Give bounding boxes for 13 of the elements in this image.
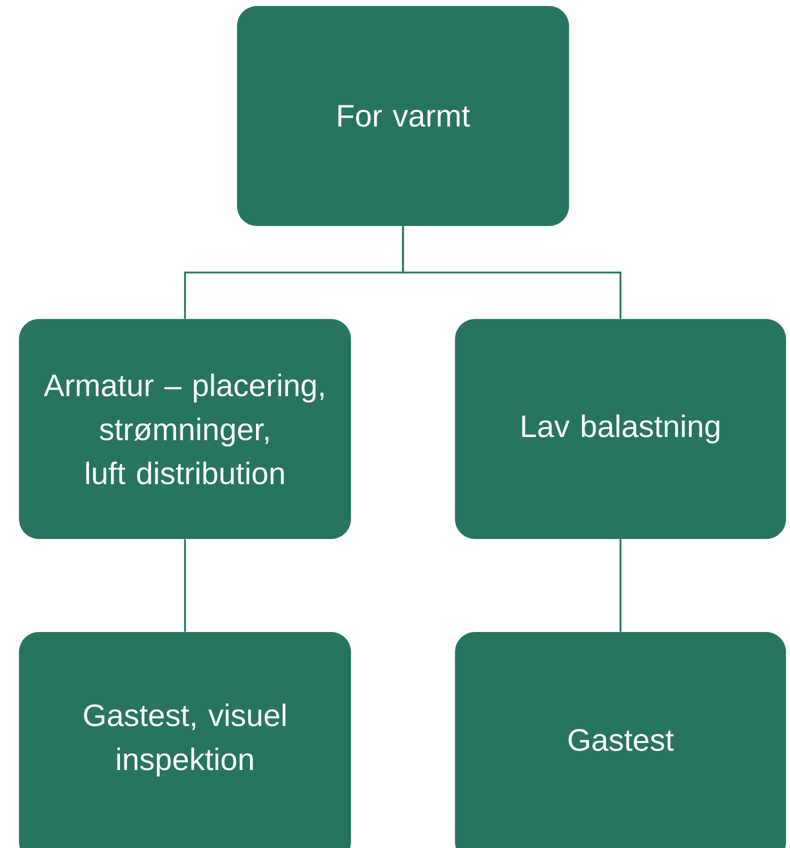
process-box [237, 6, 569, 226]
node-label: Gastest [568, 729, 674, 751]
process-box [455, 632, 786, 848]
node-label: Gastest, visuel inspektion [84, 704, 286, 776]
connector [620, 539, 622, 632]
node-label: For varmt [338, 105, 470, 127]
node-label: Armatur – placering, strømninger, luft distribution [44, 374, 324, 484]
connector [184, 539, 186, 632]
process-box [455, 319, 786, 539]
process-box [19, 319, 351, 539]
node-label: Lav balastning [522, 414, 720, 444]
process-box [19, 632, 351, 848]
connector [402, 226, 622, 319]
